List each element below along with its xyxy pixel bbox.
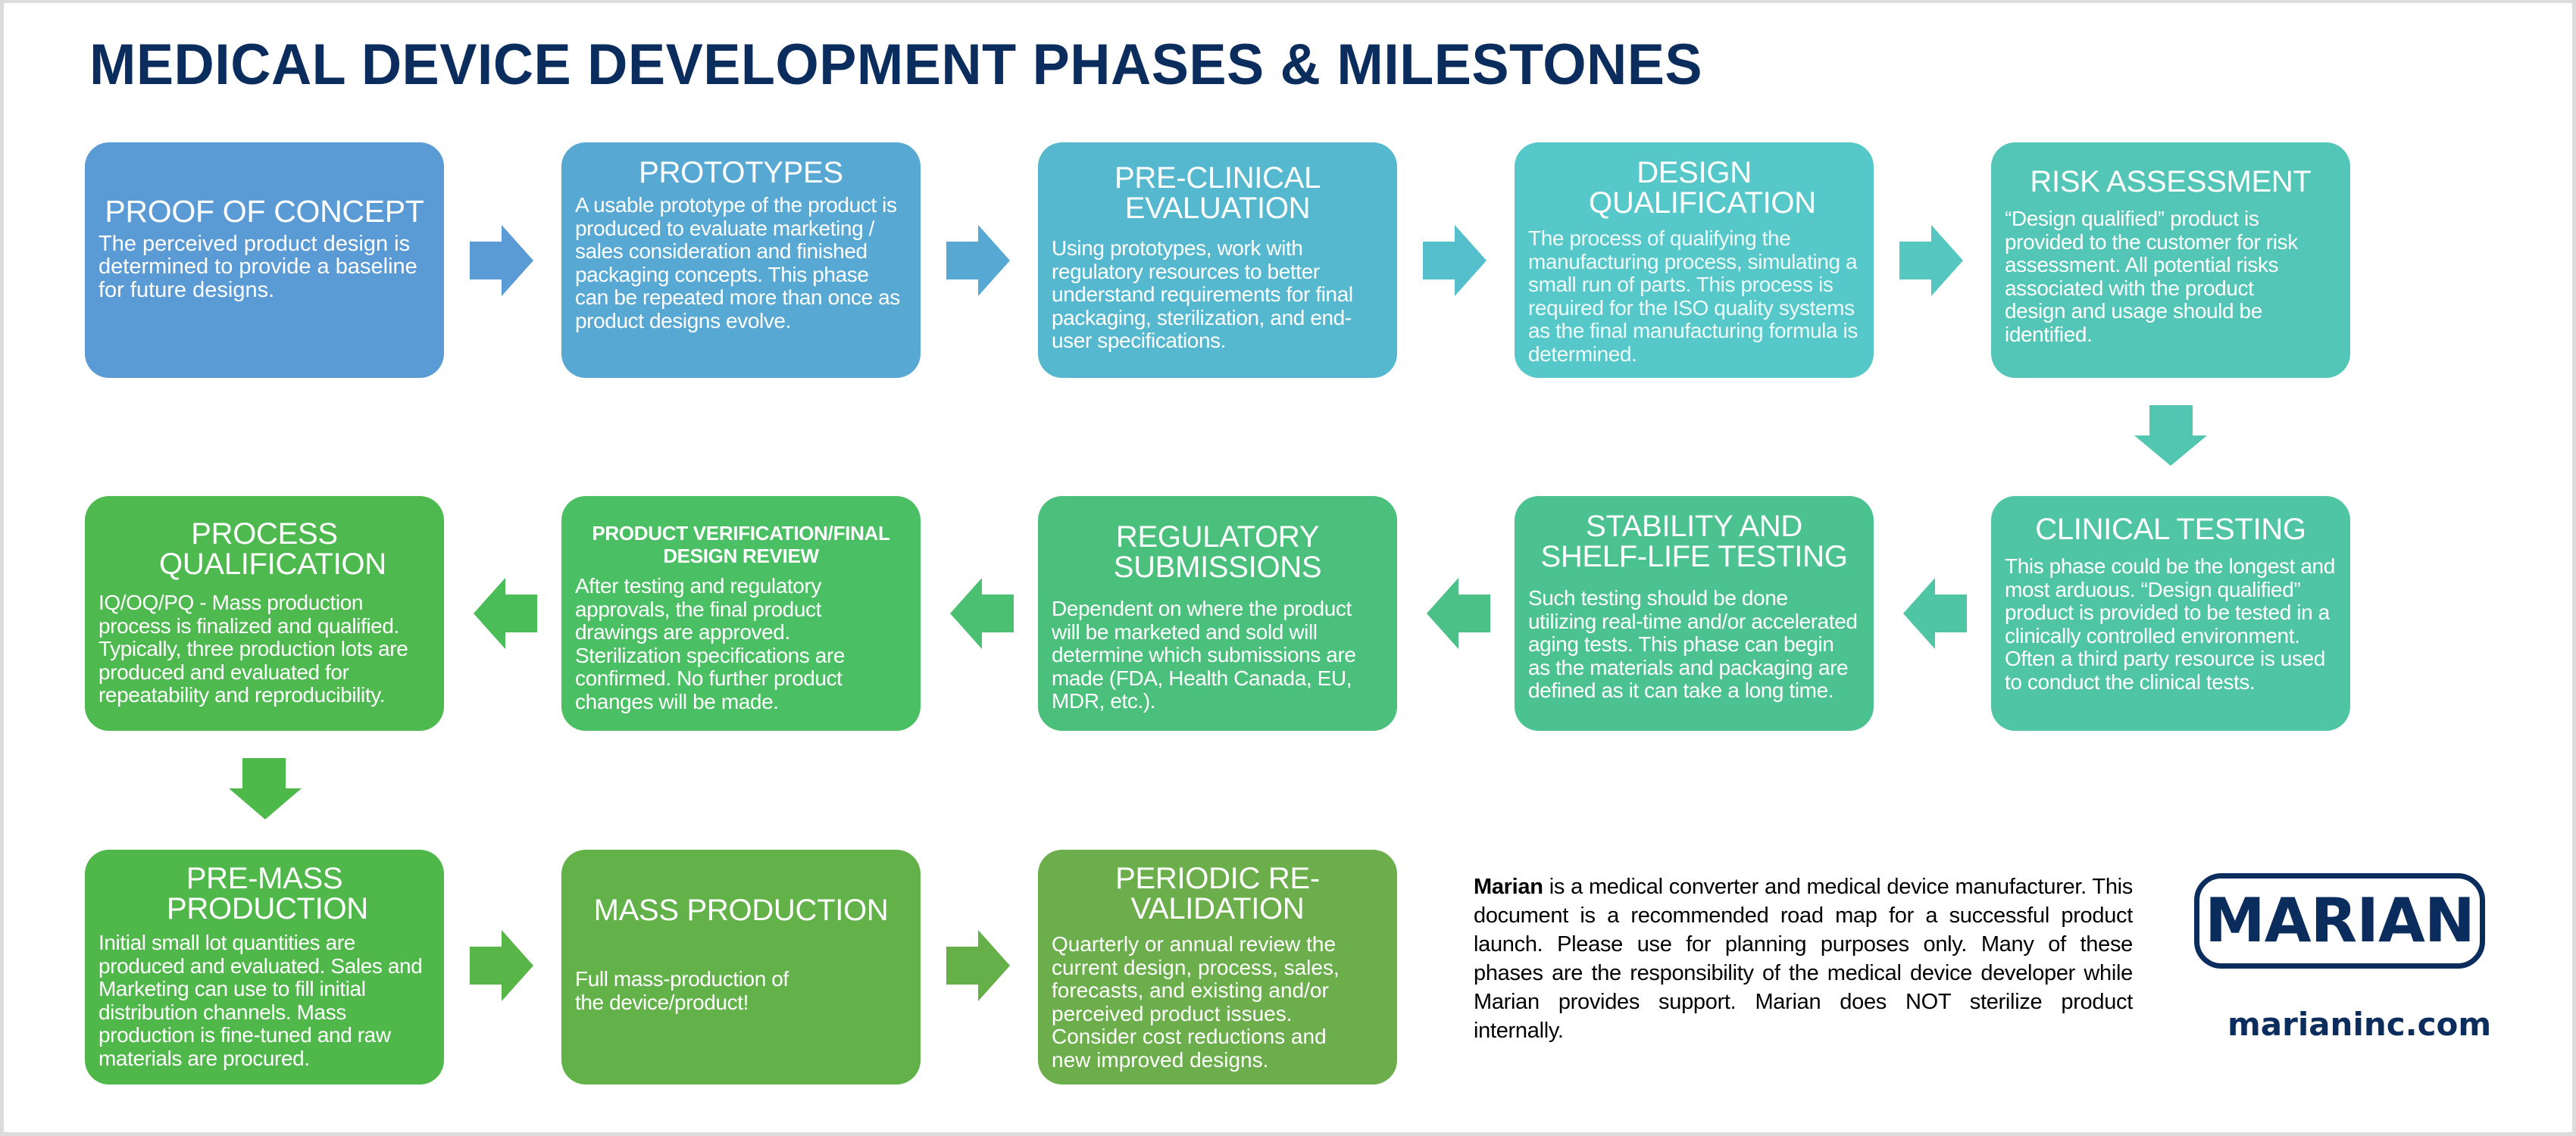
phase-title: PROCESS QUALIFICATION <box>159 517 386 581</box>
phase-stability-shelf-life-testing: STABILITY AND SHELF-LIFE TESTING Such te… <box>1515 496 1874 731</box>
arrow-down-icon <box>2134 405 2207 466</box>
arrow-left-icon <box>1903 578 1967 649</box>
page-frame-right <box>2572 0 2576 1136</box>
marian-logo: MARIAN <box>2194 873 2485 969</box>
phase-description: Dependent on where the product will be m… <box>1052 597 1356 713</box>
phase-clinical-testing: CLINICAL TESTING This phase could be the… <box>1991 496 2350 731</box>
logo-wordmark: MARIAN <box>2205 885 2475 956</box>
arrow-right-icon <box>470 930 533 1001</box>
phase-risk-assessment: RISK ASSESSMENT “Design qualified” produ… <box>1991 142 2350 378</box>
about-body: is a medical converter and medical devic… <box>1474 875 2133 1043</box>
phase-description: Using prototypes, work with regulatory r… <box>1052 236 1353 353</box>
arrow-left-icon <box>474 578 537 649</box>
website-link[interactable]: marianinc.com <box>2227 1006 2492 1043</box>
phase-title: PROOF OF CONCEPT <box>105 193 424 229</box>
arrow-right-icon <box>1899 225 1963 296</box>
phase-pre-mass-production: PRE-MASS PRODUCTION Initial small lot qu… <box>85 850 444 1085</box>
company-name: Marian <box>1474 875 1543 899</box>
phase-description: “Design qualified” product is provided t… <box>2005 207 2298 346</box>
phase-description: Full mass-production of the device/produ… <box>575 967 789 1014</box>
page-title: MEDICAL DEVICE DEVELOPMENT PHASES & MILE… <box>89 33 1703 97</box>
arrow-left-icon <box>950 578 1014 649</box>
phase-description: The perceived product design is determin… <box>98 231 417 302</box>
arrow-down-icon <box>229 758 302 819</box>
arrow-right-icon <box>946 225 1010 296</box>
phase-description: Such testing should be done utilizing re… <box>1528 586 1858 702</box>
page-frame-top <box>0 0 2576 3</box>
arrow-left-icon <box>1427 578 1490 649</box>
page-frame-bottom <box>0 1132 2576 1136</box>
phase-title: PERIODIC RE-VALIDATION <box>1115 862 1320 925</box>
phase-title: MASS PRODUCTION <box>593 894 889 927</box>
phase-title: STABILITY AND SHELF-LIFE TESTING <box>1540 510 1848 573</box>
phase-description: A usable prototype of the product is pro… <box>575 193 900 332</box>
phase-description: The process of qualifying the manufactur… <box>1528 226 1858 366</box>
phase-description: IQ/OQ/PQ - Mass production process is fi… <box>98 591 408 707</box>
phase-description: After testing and regulatory approvals, … <box>575 574 846 713</box>
phase-title: PRE-CLINICAL EVALUATION <box>1114 161 1321 226</box>
phase-title: REGULATORY SUBMISSIONS <box>1113 520 1322 584</box>
phase-title: CLINICAL TESTING <box>2035 513 2306 546</box>
phase-periodic-re-validation: PERIODIC RE-VALIDATION Quarterly or annu… <box>1038 850 1397 1085</box>
phase-regulatory-submissions: REGULATORY SUBMISSIONS Dependent on wher… <box>1038 496 1397 731</box>
arrow-right-icon <box>946 930 1010 1001</box>
phase-title: PRODUCT VERIFICATION/FINAL DESIGN REVIEW <box>592 522 890 567</box>
page-frame-left <box>0 0 4 1136</box>
about-marian-text: Marian is a medical converter and medica… <box>1474 872 2133 1045</box>
phase-process-qualification: PROCESS QUALIFICATION IQ/OQ/PQ - Mass pr… <box>85 496 444 731</box>
phase-design-qualification: DESIGN QUALIFICATION The process of qual… <box>1515 142 1874 378</box>
phase-mass-production: MASS PRODUCTION Full mass-production of … <box>561 850 921 1085</box>
phase-prototypes: PROTOTYPES A usable prototype of the pro… <box>561 142 921 378</box>
phase-product-verification-final-design-review: PRODUCT VERIFICATION/FINAL DESIGN REVIEW… <box>561 496 921 731</box>
phase-description: Initial small lot quantities are produce… <box>98 931 423 1070</box>
phase-title: DESIGN QUALIFICATION <box>1589 156 1816 220</box>
arrow-right-icon <box>1423 225 1487 296</box>
arrow-right-icon <box>470 225 533 296</box>
phase-proof-of-concept: PROOF OF CONCEPT The perceived product d… <box>85 142 444 378</box>
phase-description: Quarterly or annual review the current d… <box>1052 932 1340 1072</box>
phase-title: PRE-MASS PRODUCTION <box>167 862 368 925</box>
phase-title: RISK ASSESSMENT <box>2030 165 2312 198</box>
phase-title: PROTOTYPES <box>639 156 843 189</box>
phase-pre-clinical-evaluation: PRE-CLINICAL EVALUATION Using prototypes… <box>1038 142 1397 378</box>
phase-description: This phase could be the longest and most… <box>2005 554 2335 694</box>
